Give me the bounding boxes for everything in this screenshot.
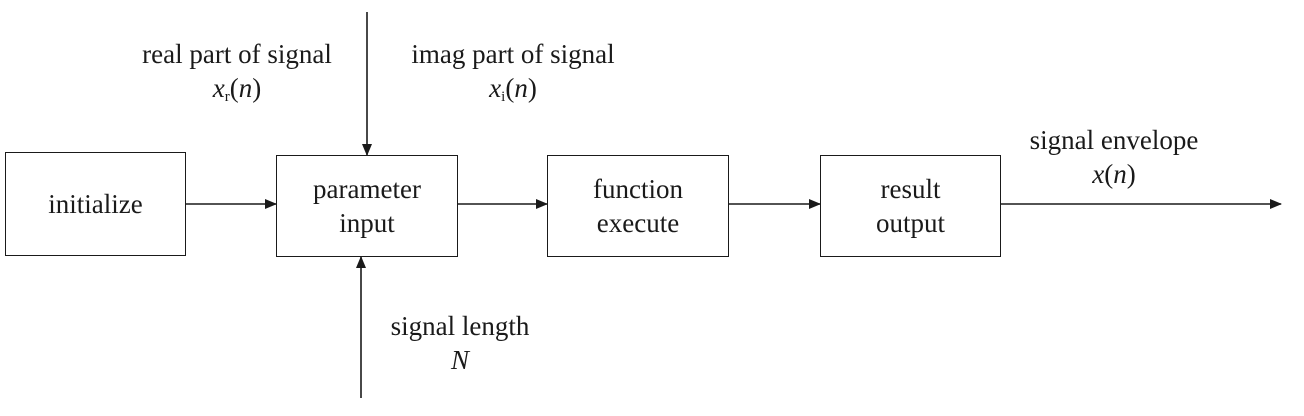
signal-length-symbol: N	[450, 345, 469, 375]
parameter-input-block-label-line-2: input	[339, 208, 395, 238]
function-execute-block-label-line-2: execute	[596, 208, 680, 238]
parameter-input-block: parameter input	[276, 155, 458, 257]
parameter-input-block-label-line-1: parameter	[313, 174, 421, 204]
imag-part-symbol: xi(n)	[489, 73, 537, 105]
function-execute-block: function execute	[547, 155, 729, 257]
result-output-block: result output	[820, 155, 1001, 257]
initialize-block: initialize	[5, 152, 186, 256]
signal-envelope-label-text: signal envelope	[1029, 125, 1199, 155]
real-part-symbol: xr(n)	[212, 73, 262, 105]
real-part-label: real part of signal xr(n)	[128, 37, 346, 105]
signal-envelope-symbol: x(n)	[1092, 159, 1136, 189]
signal-length-label-text: signal length	[390, 311, 530, 341]
signal-envelope-label: signal envelope x(n)	[1018, 123, 1210, 191]
initialize-block-label: initialize	[48, 189, 143, 219]
result-output-block-label-line-2: output	[875, 208, 945, 238]
imag-part-label-text: imag part of signal	[411, 39, 615, 69]
function-execute-block-label-line-1: function	[593, 174, 683, 204]
imag-part-label: imag part of signal xi(n)	[398, 37, 628, 105]
real-part-label-text: real part of signal	[142, 39, 332, 69]
result-output-block-label-line-1: result	[880, 174, 941, 204]
signal-length-label: signal length N	[380, 309, 540, 377]
